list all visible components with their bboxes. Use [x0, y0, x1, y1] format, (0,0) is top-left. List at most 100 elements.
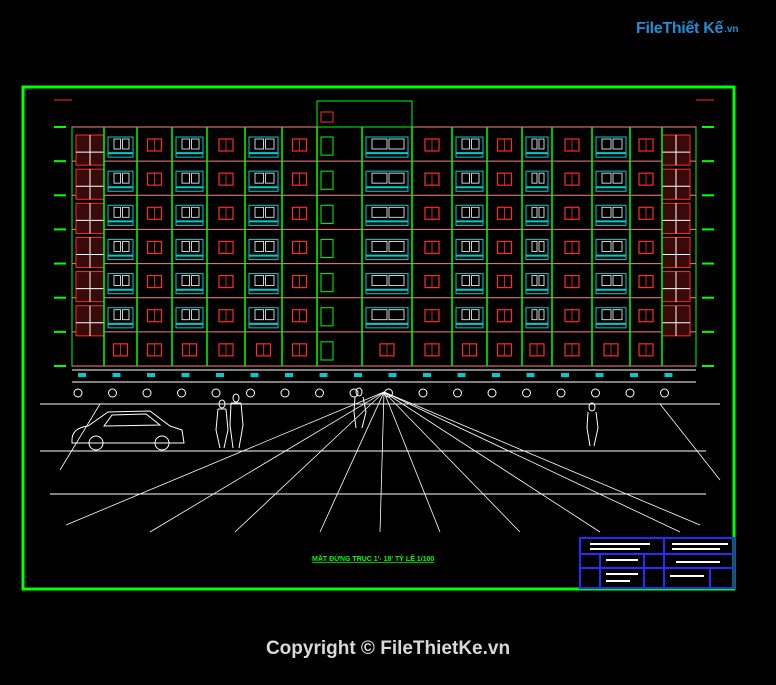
title-block-text-lines [590, 543, 728, 582]
balcony-door [371, 172, 388, 184]
grid-bubble [349, 388, 359, 398]
balcony-frame [365, 273, 409, 295]
dimension-tick [664, 373, 673, 377]
balcony-door [471, 309, 480, 321]
balcony-frame [107, 170, 134, 192]
balcony-frame [525, 273, 549, 295]
dimension-tick [250, 373, 259, 377]
perspective-ray [379, 391, 385, 533]
balcony-door [113, 309, 121, 321]
balcony-door [191, 275, 200, 286]
balcony-door [181, 206, 190, 218]
balcony-door [538, 309, 545, 321]
balcony-door [254, 172, 264, 184]
balcony-door [191, 138, 200, 150]
balcony-door [538, 275, 545, 286]
balcony-door [531, 172, 538, 184]
balcony-door [113, 275, 121, 286]
balcony-frame [595, 170, 627, 192]
perspective-ray [383, 391, 601, 533]
balcony-frame [525, 136, 549, 158]
dimension-tick [457, 373, 466, 377]
grid-bubble [315, 388, 324, 398]
balcony-frame [365, 307, 409, 329]
balcony-frame [455, 273, 484, 295]
balcony-door [461, 172, 470, 184]
balcony-frame [595, 204, 627, 226]
balcony-door [254, 138, 264, 150]
dimension-tick [181, 373, 190, 377]
balcony-door [265, 172, 275, 184]
perspective-ray [59, 403, 101, 471]
dimension-tick [354, 373, 362, 377]
balcony-door [265, 138, 275, 150]
balcony-frame [525, 238, 549, 261]
balcony-door [612, 241, 623, 252]
facade-outline [71, 126, 697, 367]
grid-bubble [177, 388, 186, 398]
balcony-frame [175, 204, 204, 226]
balcony-frame [525, 204, 549, 226]
balcony-door [265, 206, 275, 218]
balcony-door [538, 172, 545, 184]
grid-bubble [453, 388, 462, 398]
grid-bubble [487, 388, 497, 398]
balcony-door [461, 138, 470, 150]
balcony-door [471, 172, 480, 184]
balcony-door [601, 309, 612, 321]
stair-window [320, 204, 334, 224]
balcony-door [471, 275, 480, 286]
balcony-door [191, 241, 200, 252]
balcony-frame [107, 204, 134, 226]
ground-perspective [40, 369, 721, 533]
building-facade [54, 99, 714, 367]
balcony-frame [175, 136, 204, 158]
dimension-tick [561, 373, 569, 377]
dimension-tick [595, 373, 604, 377]
grid-bubble [246, 388, 255, 398]
grid-bubble [522, 388, 531, 398]
balcony-frame [248, 307, 279, 329]
grid-bubble [73, 388, 83, 398]
grid-bubble [142, 388, 152, 398]
stair-tower-window [320, 111, 334, 123]
balcony-door [122, 309, 130, 321]
balcony-door [191, 206, 200, 218]
perspective-ray [383, 391, 681, 533]
grid-bubble [418, 388, 428, 398]
dimension-tick [526, 373, 535, 377]
balcony-frame [525, 170, 549, 192]
balcony-door [601, 206, 612, 218]
balcony-door [388, 275, 405, 286]
balcony-frame [248, 238, 279, 261]
balcony-door [113, 138, 121, 150]
dimension-tick [216, 373, 224, 377]
balcony-door [461, 275, 470, 286]
balcony-door [601, 172, 612, 184]
balcony-frame [595, 307, 627, 329]
perspective-ray [319, 391, 385, 533]
drawing-frame [21, 85, 736, 591]
balcony-door [371, 138, 388, 150]
dimension-tick [78, 373, 86, 377]
balcony-door [371, 309, 388, 321]
balcony-door [265, 241, 275, 252]
balcony-door [612, 138, 623, 150]
balcony-frame [455, 204, 484, 226]
balcony-door [461, 309, 470, 321]
balcony-door [122, 138, 130, 150]
balcony-door [601, 241, 612, 252]
balcony-frame [248, 170, 279, 192]
balcony-frame [365, 136, 409, 158]
perspective-ray [383, 391, 701, 526]
balcony-frame [107, 307, 134, 329]
balcony-door [461, 206, 470, 218]
balcony-door [113, 206, 121, 218]
balcony-door [388, 309, 405, 321]
balcony-door [254, 241, 264, 252]
grid-bubble [625, 388, 635, 398]
balcony-door [612, 206, 623, 218]
grid-bubble [591, 388, 600, 398]
balcony-frame [455, 170, 484, 192]
